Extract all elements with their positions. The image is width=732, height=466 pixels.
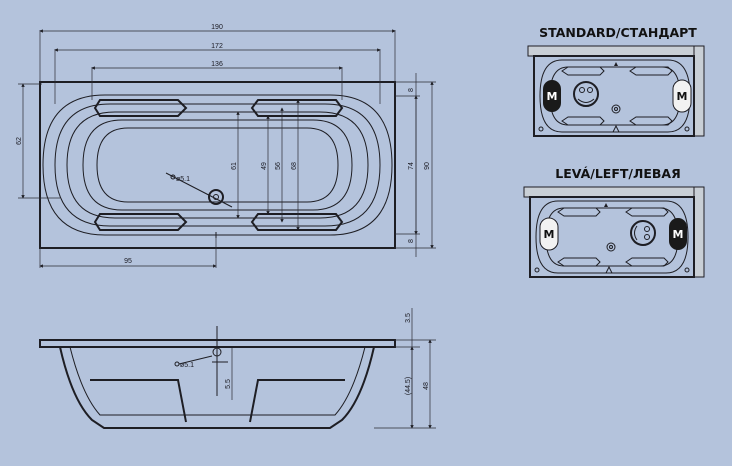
basin-rim (54, 103, 381, 227)
drain-icon (208, 189, 224, 205)
left-handle-bl (557, 257, 601, 267)
basin-floor (82, 119, 353, 211)
dim-49: 49 (261, 162, 268, 170)
left-top-marker (604, 203, 608, 207)
left-handle-tr (625, 207, 669, 217)
drain-label-top: ø5.1 (176, 176, 190, 183)
dim-5-5: 5.5 (225, 379, 232, 389)
drain-label-side: ø5.1 (180, 362, 194, 369)
drain-leader (165, 172, 233, 208)
left-headrest-icon (630, 220, 656, 246)
side-drain-marker (174, 361, 180, 367)
variant-title-standard: STANDARD/СТАНДАРТ (539, 25, 697, 40)
std-badge-right-icon (672, 79, 692, 113)
wall-right (693, 45, 705, 137)
tub-outline-left (529, 196, 695, 278)
left-badge-left-label: M (544, 228, 555, 241)
dim-95: 95 (124, 258, 132, 265)
basin-outer (42, 94, 393, 236)
tub-outline-standard (533, 55, 695, 137)
side-body (59, 346, 375, 429)
side-drain-leader (178, 355, 213, 365)
dim-44-5: (44.5) (405, 377, 412, 395)
wall-right-left (693, 186, 705, 278)
std-top-marker (614, 62, 618, 66)
std-bottom-marker (612, 124, 620, 133)
handle-bottom-right (250, 213, 344, 231)
top-view: ø5.1 190 172 136 95 62 8 74 8 (16, 24, 436, 268)
left-handle-br (625, 257, 669, 267)
basin-bottom (96, 127, 339, 203)
variant-title-left: LEVÁ/LEFT/ЛЕВАЯ (555, 166, 680, 181)
dim-68: 68 (291, 162, 298, 170)
side-handle-left (90, 379, 187, 423)
std-badge-left-label: M (547, 90, 558, 103)
dim-190: 190 (211, 24, 223, 31)
variant-standard: STANDARD/СТАНДАРТ M M (527, 25, 705, 137)
dim-136: 136 (211, 61, 223, 68)
dim-62: 62 (16, 137, 23, 145)
side-view: ø5.1 5.5 3.5 (44.5) 48 (39, 308, 436, 429)
handle-top-right (250, 99, 344, 117)
dim-61: 61 (231, 162, 238, 170)
wall-top-left (523, 186, 705, 198)
dim-172: 172 (211, 43, 223, 50)
dim-48: 48 (423, 382, 430, 390)
left-badge-right-label: M (673, 228, 684, 241)
left-handle-tl (557, 207, 601, 217)
side-inner (69, 346, 366, 416)
dim-56: 56 (275, 162, 282, 170)
variant-left: LEVÁ/LEFT/ЛЕВАЯ M M (523, 166, 705, 278)
handle-bottom-left (93, 213, 188, 231)
drain-marker (170, 174, 176, 180)
left-bottom-marker (605, 265, 613, 274)
dim-74: 74 (408, 162, 415, 170)
dim-8-bottom: 8 (408, 239, 415, 243)
std-badge-left-icon (543, 80, 561, 112)
left-badge-left-icon (539, 217, 559, 251)
basin-wall (66, 111, 369, 219)
left-drain-icon (606, 242, 616, 252)
std-headrest-icon (573, 81, 599, 107)
wall-top (527, 45, 705, 57)
side-handle-right (249, 379, 345, 423)
std-badge-right-label: M (677, 90, 688, 103)
std-handle-br (629, 116, 673, 126)
dim-3-5: 3.5 (405, 313, 412, 323)
std-handle-tl (561, 66, 605, 76)
handle-top-left (93, 99, 188, 117)
std-handle-tr (629, 66, 673, 76)
dim-90: 90 (424, 162, 431, 170)
std-drain-icon (611, 104, 621, 114)
std-handle-bl (561, 116, 605, 126)
left-badge-right-icon (669, 218, 687, 250)
tub-outline (39, 81, 396, 249)
dim-8-top: 8 (408, 88, 415, 92)
